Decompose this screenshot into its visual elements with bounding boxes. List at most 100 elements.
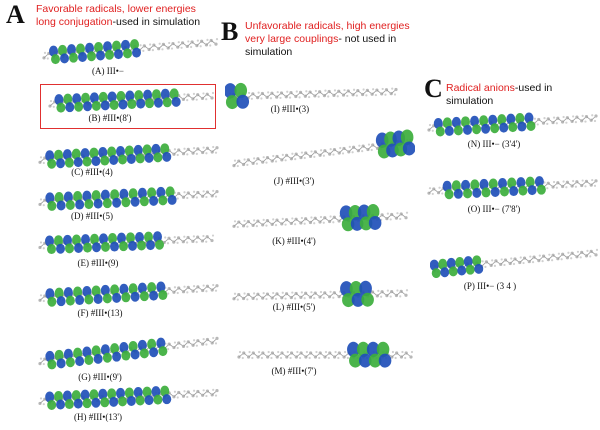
hydrogen — [274, 160, 278, 163]
atom — [409, 355, 413, 359]
hydrogen — [572, 115, 575, 118]
hydrogen — [243, 158, 246, 161]
hydrogen — [173, 286, 177, 289]
orbital-lobe — [121, 39, 130, 51]
hydrogen — [269, 97, 273, 100]
hydrogen — [510, 257, 513, 260]
hydrogen — [543, 181, 546, 184]
orbital-lobe — [518, 185, 528, 196]
orbital-lobe — [125, 90, 135, 102]
orbital-lobe — [96, 50, 105, 61]
hydrogen — [39, 198, 43, 201]
hydrogen — [214, 289, 218, 292]
hydrogen — [303, 156, 306, 160]
orbital-lobe — [91, 156, 101, 167]
hydrogen — [536, 123, 539, 126]
orbital-lobe — [91, 190, 101, 202]
orbital-lobe — [442, 117, 452, 129]
orbital-lobe — [400, 129, 414, 145]
orbital-lobe — [470, 179, 480, 191]
orbital-lobe — [481, 123, 491, 134]
caption-c: (C) #III•(4) — [71, 167, 113, 177]
orbital-lobe — [109, 396, 119, 407]
hydrogen — [531, 260, 535, 264]
hydrogen — [186, 291, 189, 294]
orbital-lobe — [349, 280, 363, 297]
hydrogen — [346, 94, 349, 98]
orbital-lobe — [107, 91, 117, 103]
orbital-lobe — [98, 147, 108, 159]
hydrogen — [362, 88, 365, 91]
hydrogen — [196, 39, 199, 42]
hydrogen — [42, 403, 45, 406]
hydrogen — [303, 222, 306, 225]
caption-i: (I) #III•(3) — [270, 104, 310, 114]
hydrogen — [381, 87, 384, 91]
hydrogen — [584, 185, 587, 188]
hydrogen — [546, 187, 549, 190]
orbital-lobe — [82, 398, 92, 409]
orbital-lobe — [463, 188, 473, 199]
caption-g: (G) #III•(9') — [78, 372, 122, 382]
hydrogen — [212, 388, 215, 391]
hydrogen — [43, 51, 47, 54]
hydrogen — [300, 291, 303, 294]
orbital-lobe — [156, 281, 166, 293]
panel-a-title-line1: Favorable radicals, lower energies — [36, 3, 196, 15]
orbital-lobe — [366, 204, 380, 220]
orbital-lobe — [91, 100, 101, 111]
hydrogen — [170, 47, 174, 50]
hydrogen — [327, 95, 330, 98]
hydrogen — [251, 356, 254, 360]
orbital-lobe — [74, 101, 84, 112]
molecule-j — [232, 129, 415, 168]
orbital-lobe — [488, 114, 498, 126]
hydrogen — [258, 350, 261, 354]
orbital-lobe — [358, 353, 372, 368]
orbital-lobe — [149, 347, 159, 358]
orbital-lobe — [82, 346, 92, 358]
orbital-lobe — [91, 397, 101, 408]
hydrogen — [491, 259, 494, 262]
orbital-lobe — [153, 231, 162, 243]
orbital-lobe — [75, 199, 85, 210]
hydrogen — [167, 348, 170, 351]
hydrogen — [236, 164, 239, 168]
orbital-lobe — [149, 195, 159, 206]
hydrogen — [253, 219, 256, 222]
orbital-lobe — [130, 291, 140, 302]
molecule-d — [38, 186, 219, 211]
hydrogen — [192, 285, 196, 288]
hydrogen — [329, 215, 332, 218]
hydrogen — [212, 283, 215, 287]
hydrogen — [202, 389, 205, 392]
orbital-lobe — [54, 191, 64, 203]
hydrogen — [551, 259, 554, 262]
hydrogen — [574, 185, 578, 188]
orbital-lobe — [72, 93, 82, 105]
caption-k: (K) #III•(4') — [272, 236, 316, 246]
hydrogen — [255, 298, 258, 301]
caption-l: (L) #III•(5') — [272, 302, 316, 312]
hydrogen — [211, 234, 215, 237]
orbital-lobe — [80, 148, 90, 160]
hydrogen — [336, 95, 339, 98]
atom — [404, 293, 408, 297]
hydrogen — [591, 178, 594, 182]
orbital-lobe — [56, 296, 66, 307]
orbital-lobe — [54, 149, 64, 161]
hydrogen — [389, 218, 392, 221]
orbital-lobe — [515, 113, 525, 125]
orbital-lobe — [444, 125, 454, 136]
hydrogen — [320, 149, 323, 152]
hydrogen — [205, 240, 208, 243]
hydrogen — [195, 290, 198, 293]
orbital-lobe — [56, 200, 66, 211]
panel-c-title-black: -used in simulation — [446, 82, 553, 107]
hydrogen — [39, 357, 43, 360]
caption-o: (O) III•− (7'8') — [467, 204, 521, 214]
hydrogen — [291, 217, 294, 220]
hydrogen — [209, 44, 212, 47]
orbital-lobe — [62, 390, 72, 402]
orbital-lobe — [128, 283, 138, 295]
